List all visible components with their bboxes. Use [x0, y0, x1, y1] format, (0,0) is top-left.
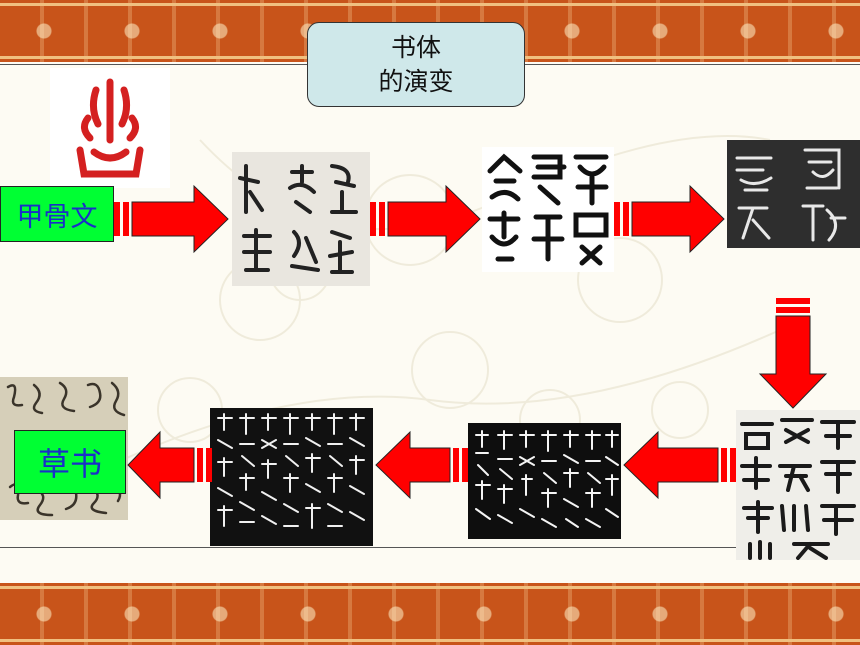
title-box: 书体 的演变: [307, 22, 525, 107]
arrow-right-1: [114, 184, 229, 254]
rubbing-icon: [735, 148, 847, 242]
title-line-1: 书体: [390, 32, 441, 62]
bottom-divider: [0, 547, 860, 548]
oracle-bone-glyph-icon: [76, 78, 144, 178]
arrow-left-3: [127, 430, 212, 500]
cursive-script-text: 草书: [37, 445, 102, 483]
clerical-script-icon: [740, 418, 856, 560]
oracle-bone-script-label: 甲骨文: [0, 186, 114, 242]
running-script-image: [210, 408, 373, 546]
arrow-left-2: [375, 430, 468, 500]
bronze-inscription-image: [232, 152, 370, 286]
arrow-right-2: [370, 184, 481, 254]
arrow-right-3: [614, 184, 725, 254]
running-script-icon: [217, 413, 365, 529]
regular-script-image: [468, 423, 621, 539]
title-line-2: 的演变: [378, 66, 454, 96]
seal-script-image: [482, 147, 614, 272]
bronze-script-icon: [238, 164, 358, 274]
arrow-left-1: [623, 430, 736, 500]
clerical-script-image: [736, 410, 860, 560]
seal-rubbing-image: [727, 140, 860, 248]
cursive-script-label: 草书: [14, 430, 126, 494]
regular-script-icon: [475, 430, 619, 528]
seal-script-icon: [487, 153, 609, 266]
oracle-bone-glyph-image: [50, 68, 170, 188]
oracle-bone-script-text: 甲骨文: [16, 201, 98, 233]
bottom-decorative-banner: [0, 583, 860, 645]
arrow-down: [758, 298, 828, 409]
